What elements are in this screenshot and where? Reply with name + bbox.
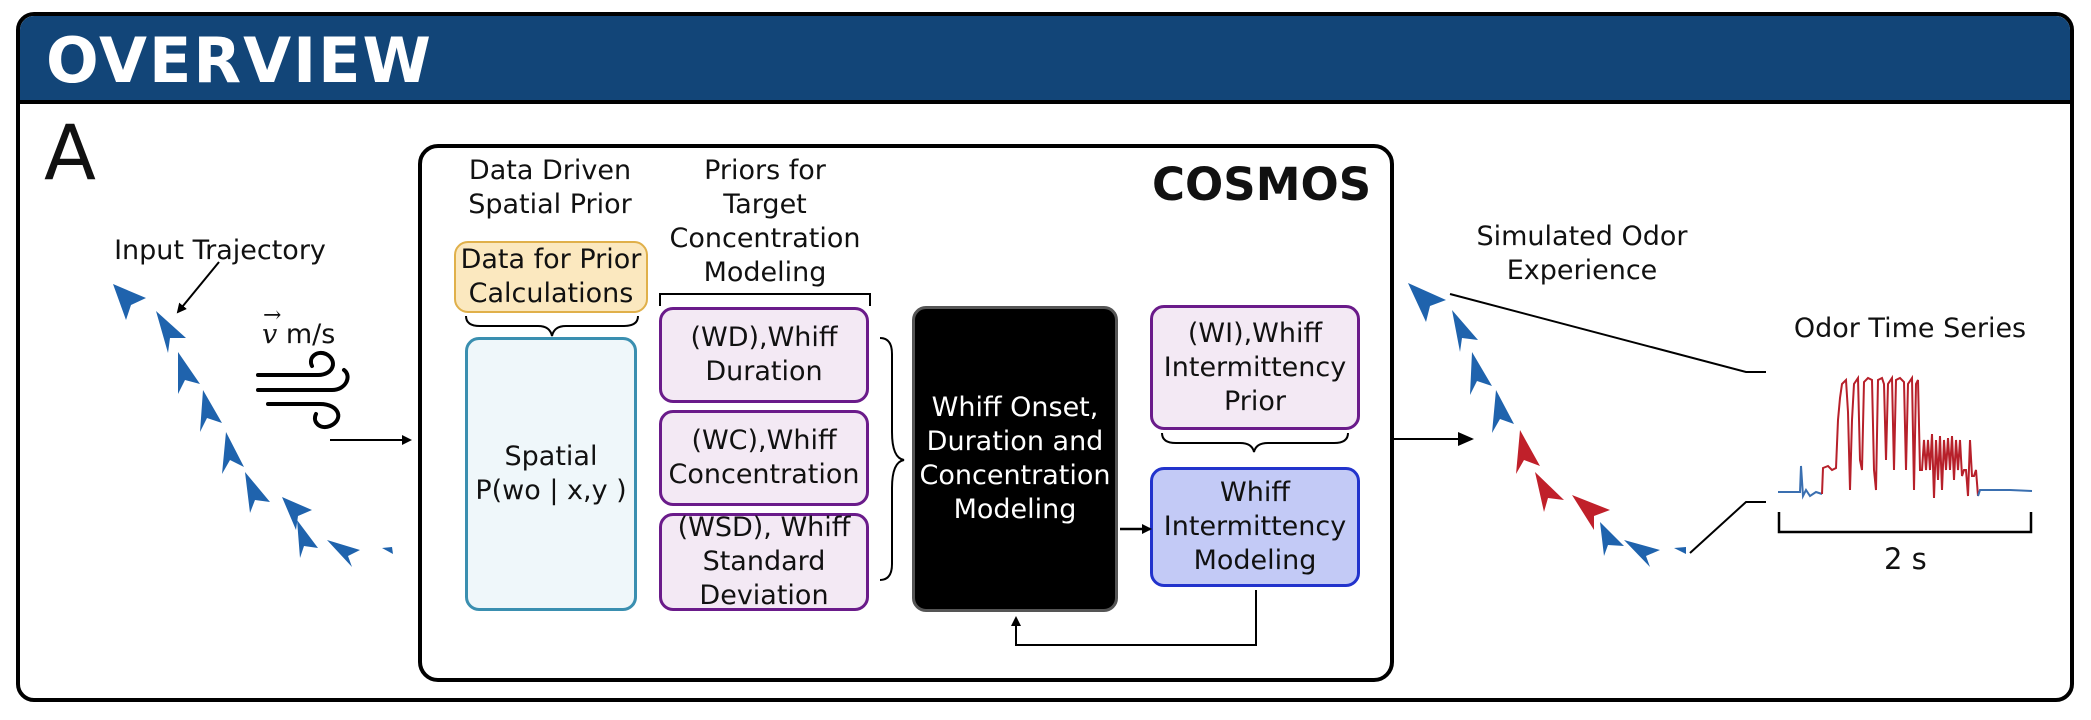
whiff-concentration-box: (WC),Whiff Concentration [659, 410, 869, 506]
panel-label: A [44, 108, 96, 197]
odor-time-series [1778, 374, 2033, 500]
time-series-label: Odor Time Series [1793, 313, 2027, 344]
whiff-modeling-box: Whiff Onset, Duration and Concentration … [912, 306, 1118, 612]
cosmos-title: COSMOS [1152, 158, 1372, 211]
intermittency-prior-box: (WI),Whiff Intermittency Prior [1150, 305, 1360, 430]
priors-bracket [659, 293, 871, 306]
overview-frame: OVERVIEW [16, 12, 2074, 702]
simulated-trajectory [1408, 283, 1686, 567]
priors-brace [879, 337, 905, 581]
whiff-duration-box: (WD),Whiff Duration [659, 307, 869, 403]
simulated-odor-label: Simulated Odor Experience [1476, 221, 1688, 286]
priors-heading: Priors for Target Concentration Modeling [669, 155, 861, 288]
wind-vector-symbol: →v [262, 303, 282, 350]
scale-bar-label: 2 s [1884, 542, 1927, 576]
feedback-loop-arrow [1011, 590, 1257, 646]
zoom-line-top [1449, 293, 1766, 373]
header-title: OVERVIEW [46, 24, 433, 97]
wind-icon [256, 351, 350, 429]
cosmos-box [418, 144, 1394, 682]
data-box-brace [465, 315, 639, 337]
wind-speed-label: →v m/s [262, 303, 336, 350]
scale-bar [1777, 512, 2033, 534]
spatial-prior-box: Spatial P(wo | x,y ) [465, 337, 637, 611]
zoom-line-bottom [1689, 501, 1766, 554]
intermittency-modeling-box: Whiff Intermittency Modeling [1150, 467, 1360, 587]
intermittency-brace [1161, 432, 1349, 453]
spatial-prior-heading: Data Driven Spatial Prior [468, 155, 632, 220]
whiff-std-dev-box: (WSD), Whiff Standard Deviation [659, 512, 869, 611]
input-trajectory-label: Input Trajectory [114, 235, 326, 266]
input-trajectory [113, 284, 393, 567]
header-bar: OVERVIEW [20, 16, 2070, 104]
data-for-prior-box: Data for Prior Calculations [454, 241, 648, 313]
trajectory-pointer-arrow [176, 261, 220, 314]
